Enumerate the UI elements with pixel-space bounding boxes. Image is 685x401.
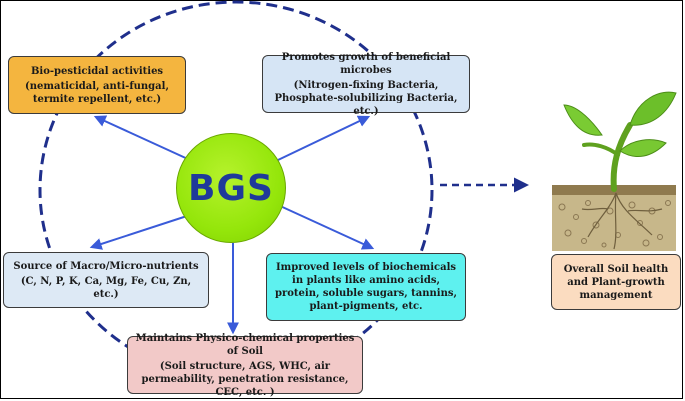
plant-illustration-icon (552, 91, 677, 251)
overall-soil-health-title: Overall Soil health and Plant-growth man… (563, 263, 669, 301)
bgs-label: BGS (188, 167, 274, 209)
bgs-center-circle: BGS (176, 133, 286, 243)
soil-properties-box: Maintains Physico-chemical properties of… (127, 333, 363, 398)
nutrient-source-box: Source of Macro/Micro-nutrients (C, N, P… (3, 252, 209, 308)
promotes-microbes-box: Promotes growth of beneficial microbes (… (262, 52, 470, 117)
dashed-ring (38, 0, 434, 380)
improved-biochemicals-box: Improved levels of biochemicals in plant… (266, 253, 466, 321)
arrow-to-source (89, 214, 191, 250)
promotes-microbes-title: Promotes growth of beneficial microbes (281, 51, 451, 76)
arrow-to-improved (277, 204, 375, 250)
arrow-to-bio-pesticidal (93, 115, 191, 161)
soil-properties-title: Maintains Physico-chemical properties of… (135, 332, 355, 357)
bio-pesticidal-box: Bio-pesticidal activities (nematicidal, … (8, 56, 186, 114)
nutrient-source-body: (C, N, P, K, Ca, Mg, Fe, Cu, Zn, etc.) (20, 275, 192, 300)
arrow-to-promotes (277, 115, 371, 161)
soil-illustration-icon (552, 185, 676, 251)
overall-soil-health-box: Overall Soil health and Plant-growth man… (551, 254, 681, 310)
bio-pesticidal-title: Bio-pesticidal activities (30, 65, 164, 77)
soil-properties-body: (Soil structure, AGS, WHC, air permeabil… (141, 360, 349, 398)
bio-pesticidal-body: (nematicidal, anti-fungal, termite repel… (25, 80, 169, 105)
improved-biochemicals-title: Improved levels of biochemicals in plant… (274, 262, 457, 312)
nutrient-source-title: Source of Macro/Micro-nutrients (13, 260, 199, 272)
promotes-microbes-body: (Nitrogen-fixing Bacteria, Phosphate-sol… (274, 79, 458, 117)
